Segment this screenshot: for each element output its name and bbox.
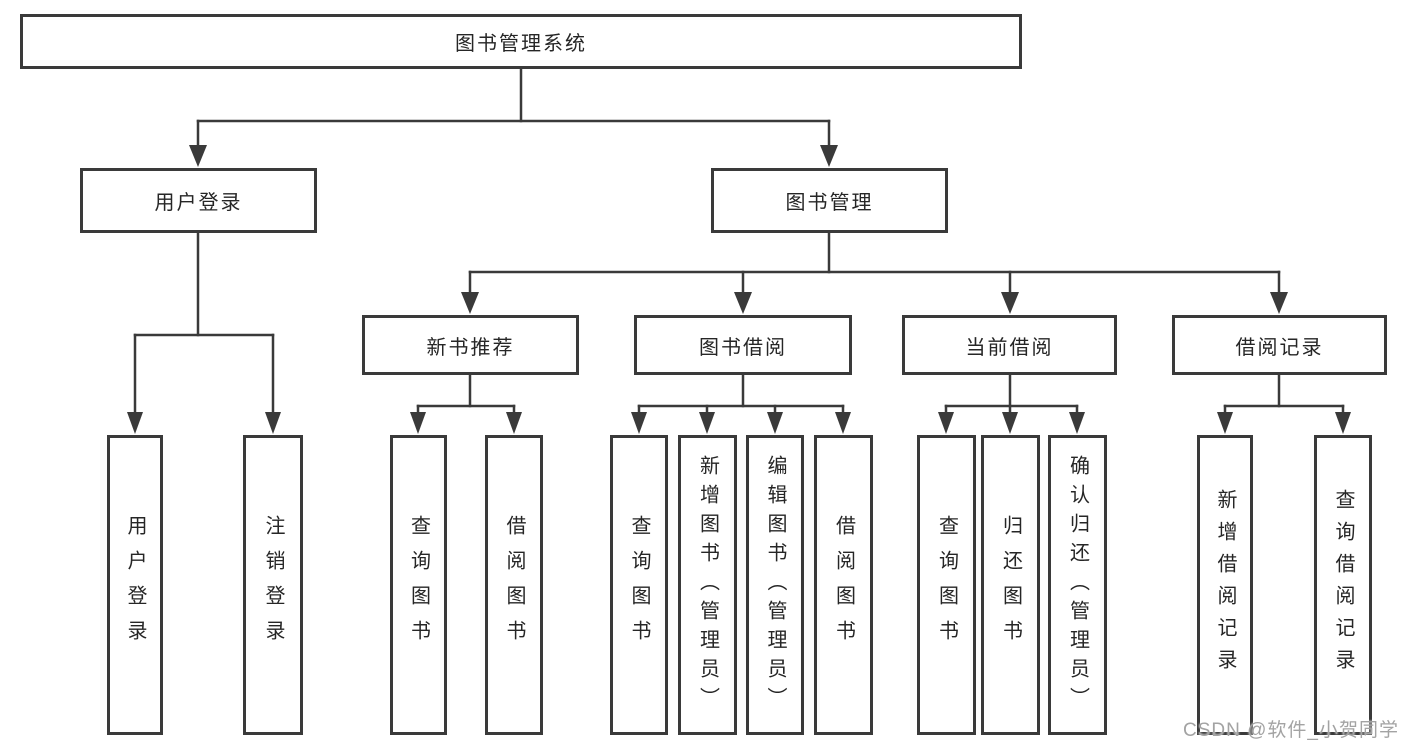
leaf-add-borrow-record: 新增借阅记录 xyxy=(1197,435,1253,735)
csdn-watermark: CSDN @软件_小贺同学 xyxy=(1183,720,1399,741)
node-borrowing-records: 借阅记录 xyxy=(1172,315,1387,375)
leaf-query-books-borrowing: 查询图书 xyxy=(610,435,668,735)
leaf-borrow-books-recommend: 借阅图书 xyxy=(485,435,543,735)
node-book-management: 图书管理 xyxy=(711,168,948,233)
leaf-borrow-books: 借阅图书 xyxy=(814,435,873,735)
leaf-query-books-recommend: 查询图书 xyxy=(390,435,447,735)
leaf-user-login: 用户登录 xyxy=(107,435,163,735)
node-book-borrowing: 图书借阅 xyxy=(634,315,852,375)
leaf-add-books-admin: 新增图书（管理员） xyxy=(678,435,737,735)
node-new-book-recommendation: 新书推荐 xyxy=(362,315,579,375)
node-book-management-system: 图书管理系统 xyxy=(20,14,1022,69)
leaf-query-books-current: 查询图书 xyxy=(917,435,976,735)
leaf-query-borrow-record: 查询借阅记录 xyxy=(1314,435,1372,735)
node-user-login: 用户登录 xyxy=(80,168,317,233)
node-current-borrowing: 当前借阅 xyxy=(902,315,1117,375)
leaf-logout: 注销登录 xyxy=(243,435,303,735)
leaf-return-books: 归还图书 xyxy=(981,435,1040,735)
leaf-confirm-return-admin: 确认归还（管理员） xyxy=(1048,435,1107,735)
leaf-edit-books-admin: 编辑图书（管理员） xyxy=(746,435,804,735)
